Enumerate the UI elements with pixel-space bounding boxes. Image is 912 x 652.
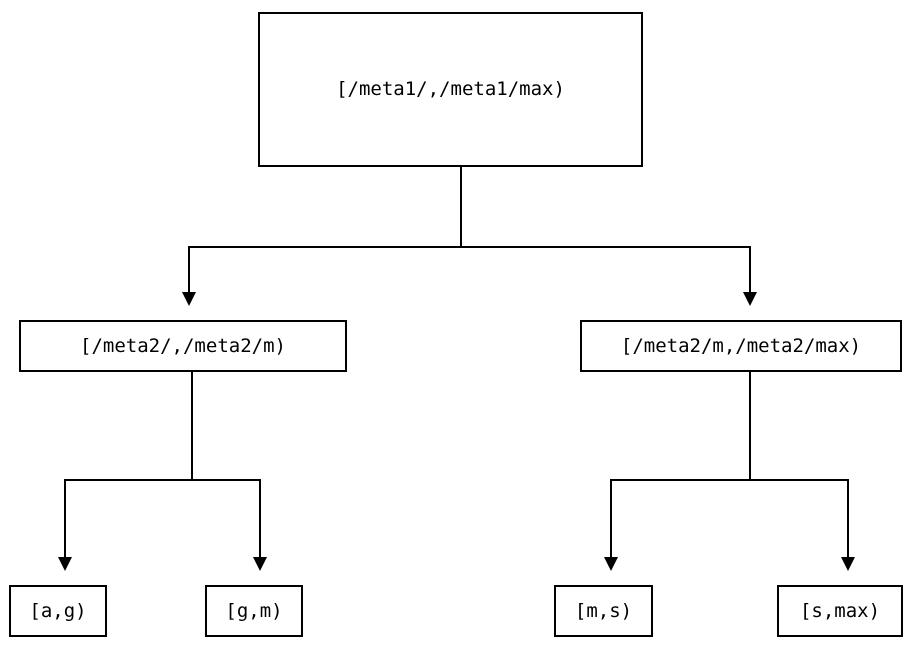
connector-mid-left-to-leaf-gm: [259, 479, 261, 558]
node-leaf-s-max[interactable]: [s,max): [777, 585, 903, 637]
connector-mid-right-bus: [610, 479, 849, 481]
node-root[interactable]: [/meta1/,/meta1/max): [258, 12, 643, 167]
node-root-label: [/meta1/,/meta1/max): [336, 78, 565, 100]
connector-root-to-mid-right: [749, 246, 751, 293]
arrowhead-root-to-mid-left: [182, 292, 196, 306]
connector-mid-left-to-leaf-ag: [64, 479, 66, 558]
arrowhead-mid-left-to-leaf-ag: [58, 557, 72, 571]
node-leaf-g-m-label: [g,m): [225, 599, 283, 622]
node-mid-right[interactable]: [/meta2/m,/meta2/max): [580, 320, 902, 372]
connector-root-bus: [188, 246, 751, 248]
arrowhead-mid-right-to-leaf-ms: [604, 557, 618, 571]
connector-mid-right-stem: [749, 372, 751, 481]
node-leaf-m-s[interactable]: [m,s): [554, 585, 653, 637]
arrowhead-mid-right-to-leaf-smax: [841, 557, 855, 571]
connector-mid-right-to-leaf-ms: [610, 479, 612, 558]
arrowhead-root-to-mid-right: [743, 292, 757, 306]
connector-mid-left-bus: [64, 479, 261, 481]
connector-mid-right-to-leaf-smax: [847, 479, 849, 558]
node-leaf-a-g-label: [a,g): [29, 599, 87, 622]
node-mid-left-label: [/meta2/,/meta2/m): [80, 334, 286, 357]
node-mid-right-label: [/meta2/m,/meta2/max): [620, 334, 862, 357]
node-leaf-m-s-label: [m,s): [574, 599, 633, 622]
node-mid-left[interactable]: [/meta2/,/meta2/m): [19, 320, 347, 372]
node-leaf-g-m[interactable]: [g,m): [205, 585, 303, 637]
node-leaf-s-max-label: [s,max): [799, 599, 881, 622]
connector-mid-left-stem: [191, 372, 193, 481]
connector-root-to-mid-left: [188, 246, 190, 293]
connector-root-stem: [460, 167, 462, 248]
arrowhead-mid-left-to-leaf-gm: [253, 557, 267, 571]
node-leaf-a-g[interactable]: [a,g): [9, 585, 107, 637]
